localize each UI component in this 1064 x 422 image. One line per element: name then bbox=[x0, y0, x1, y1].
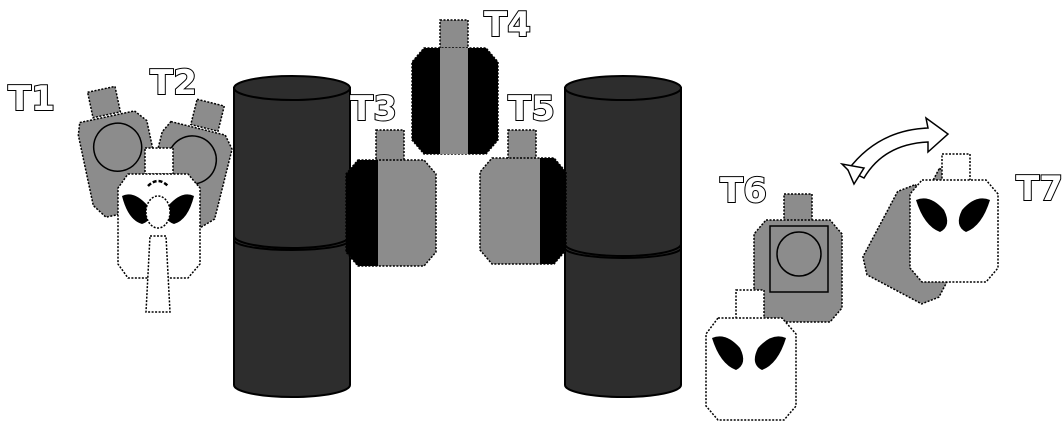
target-group-t1-t2 bbox=[77, 85, 233, 313]
target-t6 bbox=[753, 193, 843, 323]
barrel-stack-left bbox=[233, 75, 351, 398]
target-t4 bbox=[411, 19, 499, 155]
label-t4: T4 bbox=[484, 5, 531, 45]
label-t1: T1 bbox=[8, 79, 55, 119]
label-t3: T3 bbox=[350, 89, 397, 129]
hit-zone-right bbox=[958, 198, 990, 232]
label-t2: T2 bbox=[150, 63, 197, 103]
label-t5: T5 bbox=[508, 89, 555, 129]
target-t3 bbox=[345, 129, 437, 267]
swing-arrow-icon bbox=[839, 116, 950, 186]
barrel-stack-right bbox=[564, 75, 682, 398]
hit-zone-left bbox=[916, 198, 948, 232]
hit-zone-left bbox=[122, 194, 150, 224]
label-t6: T6 bbox=[720, 171, 767, 211]
no-shoot-target-t7 bbox=[909, 153, 999, 283]
hit-zone-left bbox=[712, 336, 744, 370]
target-t5 bbox=[479, 129, 567, 265]
no-shoot-target-t1-t2 bbox=[117, 147, 201, 313]
hit-zone-right bbox=[166, 194, 194, 224]
hit-zone-right bbox=[754, 336, 786, 370]
no-shoot-target-t6 bbox=[705, 289, 797, 421]
label-t7: T7 bbox=[1016, 169, 1063, 209]
target-labels: T1 T2 T3 T4 T5 T6 T7 bbox=[7, 4, 1064, 212]
